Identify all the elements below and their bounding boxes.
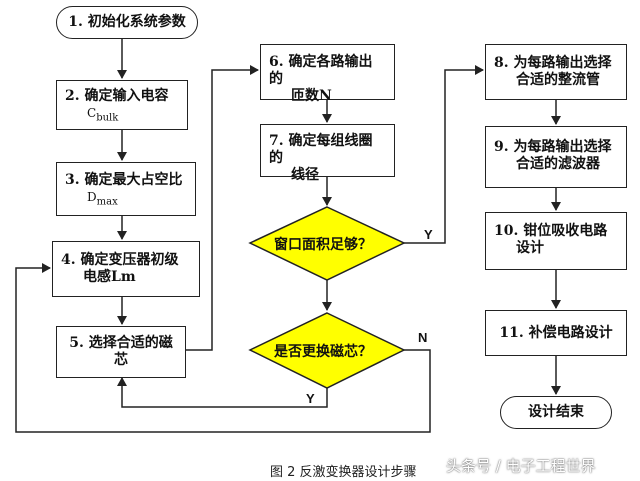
- end-terminal: 设计结束: [500, 396, 612, 429]
- step-1-init-parameters: 1. 初始化系统参数: [56, 6, 198, 39]
- step-10-label-line2: 设计: [516, 240, 544, 256]
- decision-diamond-window-area: [248, 206, 406, 281]
- step-5-select-core: 5. 选择合适的磁芯: [56, 326, 186, 378]
- step-4-primary-inductance: 4. 确定变压器初级 电感Lm: [52, 241, 200, 297]
- step-11-label: 11. 补偿电路设计: [499, 324, 613, 341]
- decision-1-label: 窗口面积足够？: [274, 237, 372, 253]
- step-4-label-line1: 4. 确定变压器初级: [61, 252, 179, 268]
- step-1-label: 1. 初始化系统参数: [68, 14, 186, 30]
- step-7-wire-gauge: 7. 确定每组线圈的 线径: [260, 124, 395, 183]
- step-6-label-line1: 6. 确定各路输出的: [269, 54, 373, 87]
- decision-2-label: 是否更换磁芯？: [274, 344, 372, 360]
- step-3-symbol-letter: D: [87, 190, 97, 204]
- step-6-label-line2: 匝数N: [291, 88, 332, 104]
- step-7-label-line2: 线径: [291, 167, 319, 183]
- step-2-input-capacitor: 2. 确定输入电容 Cbulk: [56, 80, 188, 130]
- step-9-label-line1: 9. 为每路输出选择: [494, 139, 612, 155]
- watermark: 头条号 / 电子工程世界: [446, 457, 596, 475]
- decision-2-no-label: N: [418, 330, 428, 345]
- step-2-symbol-subscript: bulk: [96, 112, 119, 124]
- end-label: 设计结束: [528, 404, 584, 420]
- decision-diamond-change-core: [248, 312, 406, 389]
- step-3-symbol-subscript: max: [96, 196, 118, 208]
- step-8-label-line2: 合适的整流管: [516, 72, 600, 88]
- step-2-symbol-letter: C: [87, 106, 97, 120]
- step-11-compensation: 11. 补偿电路设计: [485, 310, 627, 356]
- step-3-symbol: Dmax: [65, 189, 187, 210]
- step-10-clamp-snubber: 10. 钳位吸收电路 设计: [485, 212, 627, 270]
- arrow-5-to-6: [186, 65, 259, 351]
- step-9-label-line2: 合适的滤波器: [516, 156, 600, 172]
- step-3-max-duty-cycle: 3. 确定最大占空比 Dmax: [56, 162, 196, 216]
- step-8-label-line1: 8. 为每路输出选择: [494, 55, 612, 71]
- decision-1-yes-label: Y: [424, 227, 433, 242]
- step-6-turns: 6. 确定各路输出的 匝数N: [260, 44, 395, 104]
- step-9-filter: 9. 为每路输出选择 合适的滤波器: [485, 126, 627, 188]
- arrow-d2-no-to-4: [15, 263, 431, 433]
- step-2-label: 2. 确定输入电容: [65, 88, 169, 104]
- step-7-label-line1: 7. 确定每组线圈的: [269, 133, 373, 166]
- arrow-d1-yes-to-8: [404, 65, 484, 244]
- decision-2-yes-label: Y: [306, 391, 315, 406]
- step-2-symbol: Cbulk: [65, 105, 179, 126]
- step-4-label-line2: 电感Lm: [83, 269, 136, 285]
- figure-caption: 图 2 反激变换器设计步骤: [270, 465, 417, 480]
- step-10-label-line1: 10. 钳位吸收电路: [494, 223, 608, 239]
- step-3-label: 3. 确定最大占空比: [65, 172, 183, 188]
- step-5-label: 5. 选择合适的磁芯: [69, 335, 173, 368]
- step-8-rectifier: 8. 为每路输出选择 合适的整流管: [485, 44, 627, 100]
- arrow-d2-yes-to-5: [117, 377, 328, 408]
